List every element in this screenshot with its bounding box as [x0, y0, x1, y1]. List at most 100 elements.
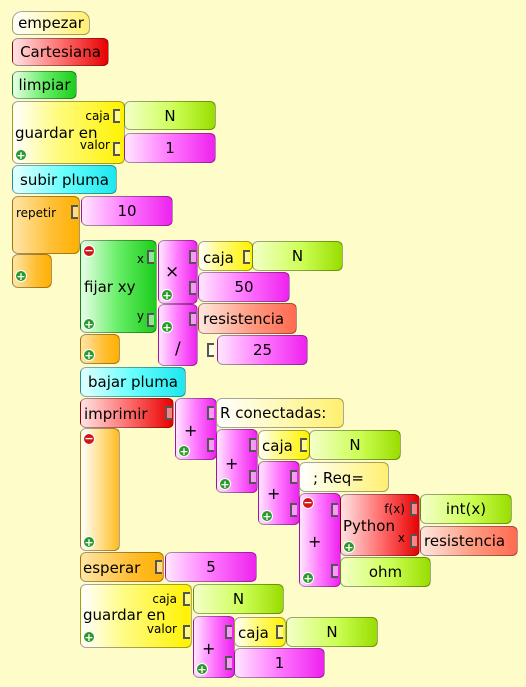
- repetir-block[interactable]: repetir: [12, 196, 80, 254]
- multiply-operator: ×: [165, 262, 180, 282]
- subir-pluma-label: subir pluma: [20, 170, 109, 189]
- caja-getter-2-value[interactable]: N: [309, 430, 401, 460]
- divide-block[interactable]: / +: [158, 304, 198, 366]
- socket-connector: [71, 205, 78, 219]
- plus-icon[interactable]: +: [196, 663, 208, 676]
- socket-connector: [290, 470, 297, 484]
- plus-icon[interactable]: +: [83, 318, 95, 331]
- cartesiana-label: Cartesiana: [20, 43, 101, 61]
- socket-connector: [189, 281, 196, 295]
- plus-operator: +: [225, 454, 239, 473]
- valor-label: valor: [146, 622, 177, 636]
- plus-operator: +: [202, 639, 216, 658]
- minus-icon[interactable]: −: [83, 432, 95, 445]
- socket-connector: [225, 656, 232, 670]
- socket-connector: [300, 438, 307, 452]
- python-block[interactable]: f(x) Python x +: [340, 494, 420, 556]
- caja-label: caja: [152, 592, 177, 606]
- socket-connector: [155, 560, 162, 574]
- empezar-block[interactable]: empezar: [12, 11, 90, 35]
- repetir-value-field[interactable]: 10: [81, 196, 173, 226]
- esperar-block[interactable]: esperar: [80, 552, 164, 582]
- imprimir-block[interactable]: imprimir: [80, 398, 174, 428]
- increment-value-field[interactable]: 1: [234, 648, 325, 678]
- socket-connector: [290, 503, 297, 517]
- plus-icon[interactable]: +: [343, 541, 355, 554]
- subir-pluma-block[interactable]: subir pluma: [12, 165, 117, 194]
- fx-value-field[interactable]: int(x): [420, 494, 512, 524]
- socket-connector: [243, 250, 250, 264]
- limpiar-label: limpiar: [18, 76, 71, 94]
- repetir-value: 10: [117, 202, 137, 220]
- plus-icon[interactable]: +: [15, 149, 27, 162]
- caja-getter-2[interactable]: caja: [258, 430, 310, 460]
- valor-value-field[interactable]: 1: [124, 133, 216, 163]
- plus-icon[interactable]: +: [161, 289, 173, 302]
- plus-icon[interactable]: +: [178, 445, 190, 458]
- limpiar-block[interactable]: limpiar: [12, 71, 77, 99]
- empezar-label: empezar: [18, 14, 84, 32]
- plus-icon[interactable]: +: [302, 572, 314, 585]
- cartesiana-block[interactable]: Cartesiana: [12, 38, 109, 66]
- socket-connector: [331, 564, 338, 578]
- guardar-en-block-1[interactable]: caja guardar en valor +: [12, 101, 125, 164]
- factor-field[interactable]: 50: [198, 272, 290, 302]
- fijar-xy-label: fijar xy: [84, 278, 136, 296]
- guardar-en-block-2[interactable]: caja guardar en valor +: [80, 584, 192, 648]
- plus-operator: +: [308, 532, 322, 551]
- plus-icon[interactable]: +: [83, 631, 95, 644]
- socket-connector: [249, 470, 256, 484]
- divisor-field[interactable]: 25: [217, 335, 308, 365]
- socket-connector: [410, 502, 417, 516]
- resistencia-getter-2[interactable]: resistencia: [420, 526, 518, 556]
- plus-icon[interactable]: +: [15, 270, 27, 283]
- fijar-xy-block[interactable]: − x fijar xy y +: [80, 240, 157, 333]
- caja-getter-label: caja: [203, 249, 234, 267]
- caja-value: N: [164, 106, 176, 125]
- plus-icon[interactable]: +: [161, 321, 173, 334]
- esperar-value-field[interactable]: 5: [165, 552, 257, 582]
- socket-connector: [165, 406, 172, 420]
- plus-icon[interactable]: +: [83, 349, 95, 362]
- caja-getter-value-text: N: [291, 247, 304, 265]
- socket-connector: [113, 109, 120, 123]
- caja-getter-2-value-text: N: [349, 436, 361, 454]
- guardar-en-label: guardar en: [15, 124, 98, 142]
- socket-connector: [189, 250, 196, 264]
- plus-icon[interactable]: +: [219, 478, 231, 491]
- plus-icon[interactable]: +: [83, 536, 95, 549]
- fx-value: int(x): [445, 500, 487, 518]
- caja-value-field[interactable]: N: [124, 101, 216, 130]
- socket-connector: [147, 313, 154, 327]
- text-req[interactable]: ; Req=: [299, 462, 389, 492]
- caja-getter-value[interactable]: N: [252, 241, 343, 271]
- text-r-conectadas[interactable]: R conectadas:: [216, 398, 344, 428]
- plus-operator: +: [184, 421, 198, 440]
- minus-icon[interactable]: −: [83, 244, 95, 257]
- valor-label: valor: [79, 138, 110, 152]
- socket-connector: [189, 312, 196, 326]
- imprimir-label: imprimir: [84, 405, 148, 423]
- plus-icon[interactable]: +: [261, 510, 273, 523]
- caja-value-2: N: [232, 590, 245, 608]
- guardar-en-label: guardar en: [83, 606, 166, 624]
- valor-value: 1: [165, 139, 175, 157]
- socket-connector: [331, 503, 338, 517]
- socket-connector: [147, 250, 154, 264]
- caja-getter-3[interactable]: caja: [234, 617, 286, 647]
- imprimir-tail: − +: [80, 428, 120, 551]
- esperar-label: esperar: [83, 559, 141, 577]
- minus-icon[interactable]: −: [302, 496, 314, 509]
- socket-connector: [276, 625, 283, 639]
- resistencia-getter[interactable]: resistencia: [198, 303, 297, 334]
- x-label: x: [136, 252, 144, 266]
- socket-connector: [207, 438, 214, 452]
- caja-getter-3-value-text: N: [326, 623, 338, 641]
- caja-getter-3-value[interactable]: N: [286, 617, 378, 647]
- caja-value-field-2[interactable]: N: [193, 584, 284, 614]
- socket-connector: [225, 625, 232, 639]
- socket-connector: [183, 592, 190, 606]
- increment-value: 1: [274, 654, 285, 672]
- ohm-text[interactable]: ohm: [340, 557, 431, 587]
- bajar-pluma-block[interactable]: bajar pluma: [80, 367, 186, 397]
